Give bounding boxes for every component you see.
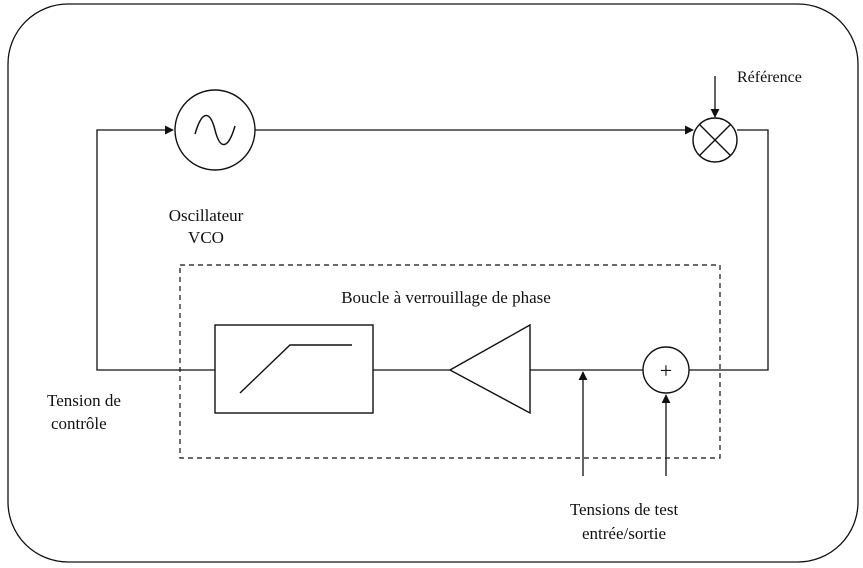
outer-frame (7, 3, 859, 563)
adder-icon: + (642, 346, 690, 394)
pll-title-label: Boucle à verrouillage de phase (341, 288, 551, 307)
oscillator-icon (174, 89, 256, 171)
wire-filter-to-vco (96, 125, 215, 371)
amplifier-icon (448, 323, 531, 415)
signal-wires (96, 76, 769, 476)
adder-plus-sign: + (660, 358, 672, 383)
control-voltage-label-line1: Tension de (47, 391, 121, 410)
test-voltages-label-line1: Tensions de test (570, 500, 679, 519)
mixer-icon (692, 117, 738, 163)
test-voltages-label-line2: entrée/sortie (582, 524, 666, 543)
vco-label: VCO (188, 228, 224, 247)
pll-dashed-box (179, 264, 721, 459)
filter-icon (214, 324, 374, 414)
control-voltage-label-line2: contrôle (51, 414, 107, 433)
reference-label: Référence (737, 69, 802, 86)
wire-mixer-to-adder (689, 129, 769, 371)
oscillator-label: Oscillateur (169, 206, 244, 225)
